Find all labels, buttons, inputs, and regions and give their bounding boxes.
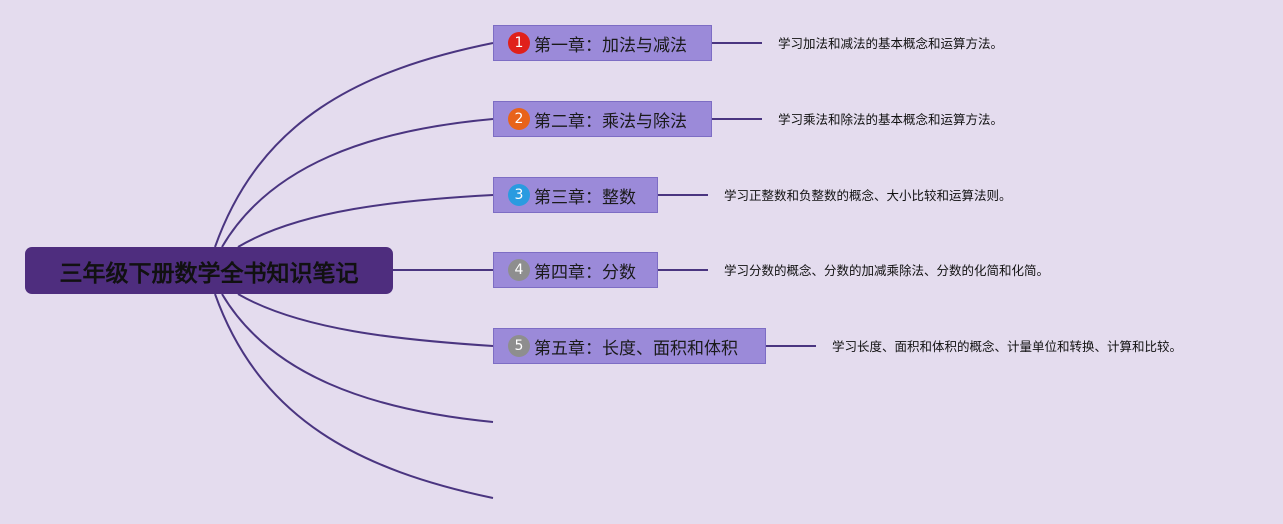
branch-connector-2 <box>221 118 494 248</box>
branch-connector-5 <box>237 293 494 347</box>
chapter-description-5: 学习长度、面积和体积的概念、计量单位和转换、计算和比较。 <box>832 339 1183 354</box>
number-badge-icon-2: 2 <box>508 108 530 130</box>
chapter-description-1: 学习加法和减法的基本概念和运算方法。 <box>778 36 1004 51</box>
number-badge-icon-4: 4 <box>508 259 530 281</box>
chapter-label-1: 第一章：加法与减法 <box>534 35 687 56</box>
chapter-description-2: 学习乘法和除法的基本概念和运算方法。 <box>778 112 1004 127</box>
chapter-label-3: 第三章：整数 <box>534 187 636 208</box>
chapter-node-4[interactable]: 4 第四章：分数 <box>493 252 658 288</box>
branch-connector-empty-1 <box>221 293 494 423</box>
root-topic[interactable]: 三年级下册数学全书知识笔记 <box>25 247 393 294</box>
chapter-node-3[interactable]: 3 第三章：整数 <box>493 177 658 213</box>
chapter-node-2[interactable]: 2 第二章：乘法与除法 <box>493 101 712 137</box>
chapter-label-4: 第四章：分数 <box>534 262 636 283</box>
branch-connector-empty-2 <box>214 293 494 499</box>
branch-connector-3 <box>237 194 494 248</box>
number-badge-icon-1: 1 <box>508 32 530 54</box>
number-badge-icon-3: 3 <box>508 184 530 206</box>
chapter-description-3: 学习正整数和负整数的概念、大小比较和运算法则。 <box>724 188 1012 203</box>
chapter-node-1[interactable]: 1 第一章：加法与减法 <box>493 25 712 61</box>
chapter-node-5[interactable]: 5 第五章：长度、面积和体积 <box>493 328 766 364</box>
branch-connector-1 <box>214 42 494 248</box>
chapter-label-5: 第五章：长度、面积和体积 <box>534 338 738 359</box>
root-topic-label: 三年级下册数学全书知识笔记 <box>59 260 359 287</box>
chapter-description-4: 学习分数的概念、分数的加减乘除法、分数的化简和化简。 <box>724 263 1050 278</box>
number-badge-icon-5: 5 <box>508 335 530 357</box>
chapter-label-2: 第二章：乘法与除法 <box>534 111 687 132</box>
